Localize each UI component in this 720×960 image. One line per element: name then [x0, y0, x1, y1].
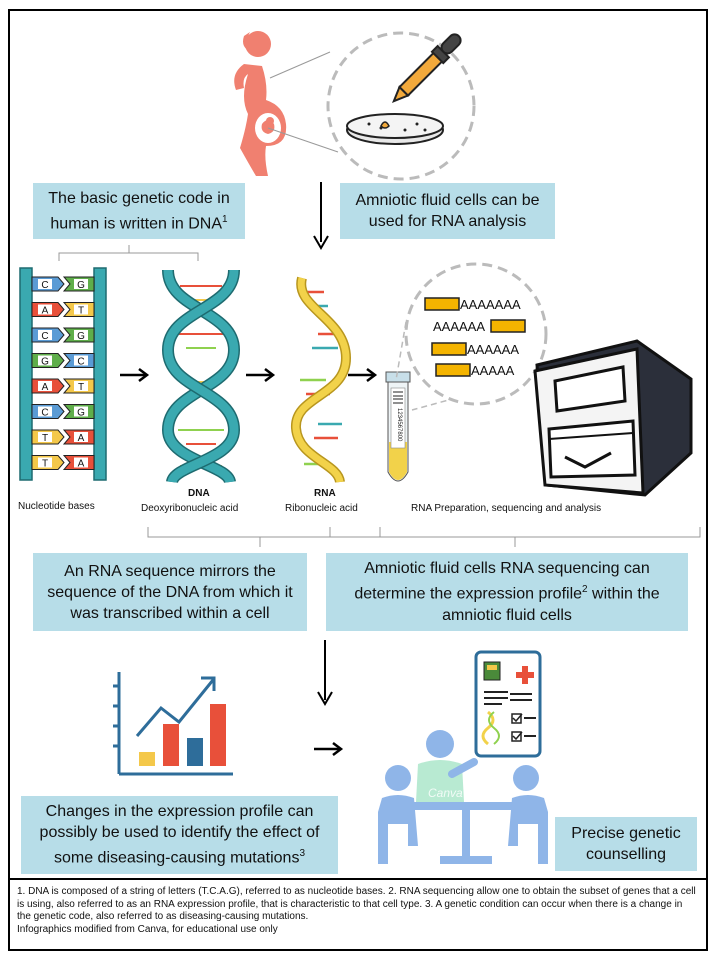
nucleotide-label-bg [74, 457, 88, 468]
sequence-2: AAAAAA [433, 319, 486, 334]
sequencer-machine-icon [533, 339, 693, 497]
nucleotide-label-bg [38, 279, 52, 289]
nucleotide-label-bg [74, 304, 88, 315]
tube-code-text: 1234567800 [396, 408, 402, 442]
nucleotide-letter: C [41, 408, 48, 419]
rna-prep-label: RNA Preparation, sequencing and analysis [411, 503, 602, 514]
nucleotide-letter: T [78, 382, 84, 393]
pregnant-woman-icon [234, 31, 287, 176]
sequence-4: AAAAA [471, 363, 515, 378]
rna-full-label: Ribonucleic acid [285, 503, 358, 514]
nucleotide-label-bg [38, 304, 52, 315]
nucleotide-label-bg [38, 406, 52, 417]
nucleotide-letter: T [78, 306, 84, 317]
dna-code-box: The basic genetic code in human is writt… [33, 183, 245, 239]
nucleotide-label-bg [74, 406, 88, 417]
nucleotide-letter: A [78, 433, 85, 444]
sequence-1: AAAAAAA [460, 297, 521, 312]
rna-label: RNA [314, 488, 336, 499]
right-arrow [246, 368, 276, 382]
changes-box: Changes in the expression profile can po… [21, 796, 338, 874]
nucleotide-letter: T [42, 459, 48, 470]
counselling-text: Precise genetic counselling [571, 825, 681, 863]
down-arrow [313, 182, 329, 250]
nucleotide-letter: A [42, 382, 49, 393]
nucleotide-letter: G [77, 280, 85, 291]
genetic-counselling-scene-icon: Canva [378, 650, 548, 864]
changes-text: Changes in the expression profile can po… [39, 803, 320, 867]
nucleotide-letter: C [41, 280, 48, 291]
nucleotide-letter: A [42, 306, 49, 317]
right-arrow [348, 368, 378, 382]
nucleotide-label-bg [74, 330, 88, 340]
rna-mirrors-text: An RNA sequence mirrors the sequence of … [47, 562, 293, 622]
dna-code-text: The basic genetic code in human is writt… [48, 189, 230, 233]
nucleotide-label-bg [74, 279, 88, 289]
nucleotide-label-bg [38, 381, 52, 391]
nucleotide-letter: C [77, 357, 84, 368]
bracket-dna [58, 245, 199, 261]
footnotes: 1. DNA is composed of a string of letter… [8, 878, 708, 951]
canva-watermark: Canva [428, 786, 463, 800]
nucleotide-label-bg [38, 432, 52, 442]
rna-mirrors-box: An RNA sequence mirrors the sequence of … [33, 553, 307, 631]
amniotic-rna-box: Amniotic fluid cells can be used for RNA… [340, 183, 555, 239]
nucleotide-letter: C [41, 331, 48, 342]
expression-profile-text-end: within the amniotic fluid cells [442, 585, 660, 624]
petri-dish-dropper-icon [326, 31, 476, 181]
nucleotide-label-bg [38, 330, 52, 340]
sequence-3: AAAAAA [467, 342, 520, 357]
nucleotide-label-bg [38, 457, 52, 468]
right-arrow [120, 368, 150, 382]
footnote-ref: 1 [222, 213, 228, 225]
nucleotide-letter: T [42, 433, 48, 444]
footnote-ref: 2 [582, 584, 588, 596]
nucleotide-letter: A [78, 459, 85, 470]
nucleotide-label-bg [74, 432, 88, 442]
nucleotide-label-bg [38, 355, 52, 366]
nucleotide-label-bg [74, 355, 88, 366]
dna-helix-icon [161, 269, 241, 485]
attribution-text: Infographics modified from Canva, for ed… [17, 923, 278, 935]
connector-lines [267, 51, 339, 153]
test-tube-icon: 1234567800 [385, 371, 411, 482]
expression-profile-text: Amniotic fluid cells RNA sequencing can … [354, 560, 650, 603]
nucleotide-bases-label: Nucleotide bases [18, 501, 95, 512]
nucleotide-letter: G [41, 357, 49, 368]
bar-chart-icon [113, 672, 233, 776]
footnote-text: 1. DNA is composed of a string of letter… [17, 886, 696, 922]
rna-helix-icon [291, 276, 352, 484]
dna-full-label: Deoxyribonucleic acid [141, 503, 239, 514]
sequence-bars [424, 297, 526, 377]
amniotic-rna-text: Amniotic fluid cells can be used for RNA… [355, 192, 540, 230]
nucleotide-letter: G [77, 331, 85, 342]
nucleotide-letter: G [77, 408, 85, 419]
counselling-box: Precise genetic counselling [555, 817, 697, 871]
nucleotide-label-bg [74, 381, 88, 391]
dna-label: DNA [188, 488, 210, 499]
expression-profile-box: Amniotic fluid cells RNA sequencing can … [326, 553, 688, 631]
right-arrow [314, 742, 344, 756]
down-arrow [317, 640, 333, 706]
footnote-ref: 3 [299, 848, 306, 860]
bracket-middle [147, 527, 701, 547]
